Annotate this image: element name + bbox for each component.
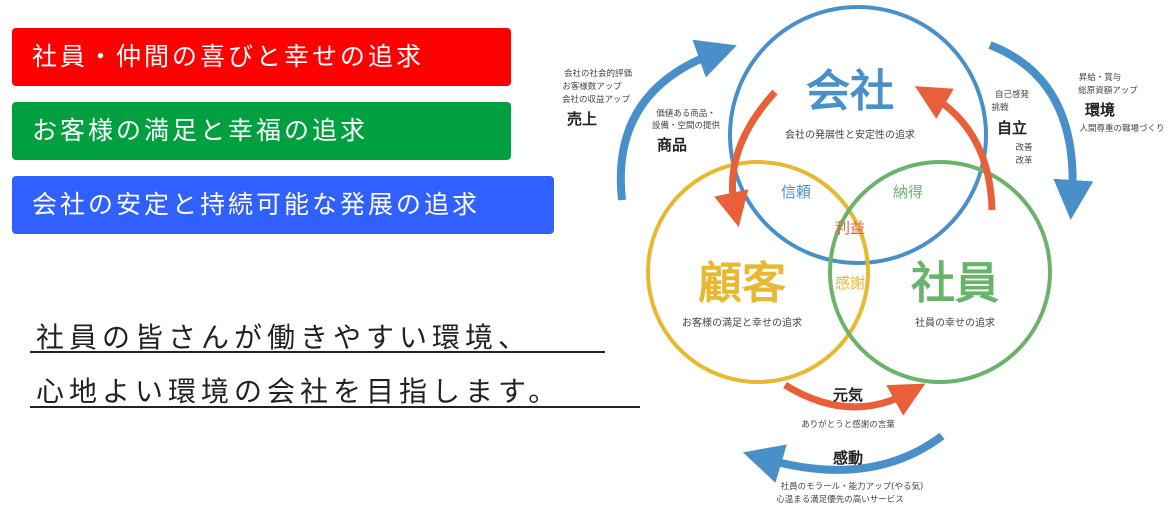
profit-label: 利益 bbox=[835, 219, 865, 237]
underline-2 bbox=[30, 406, 640, 408]
banner-company-stability: 会社の安定と持続可能な発展の追求 bbox=[12, 176, 554, 234]
independence-arrow bbox=[914, 86, 996, 211]
environment-sub-1: 昇給・賞与 bbox=[1079, 72, 1122, 83]
message-line-2: 心地よい環境の会社を目指します。 bbox=[36, 375, 562, 408]
environment-sub-3: 人間尊重の職場づくり bbox=[1079, 123, 1164, 134]
employee-title: 社員 bbox=[911, 258, 999, 309]
impression-sub-2: 心温まる満足優先の高いサービス bbox=[776, 494, 904, 505]
company-title: 会社 bbox=[806, 66, 894, 117]
banner-employee-happiness: 社員・仲間の喜びと幸せの追求 bbox=[12, 28, 511, 86]
environment-sub-2: 総原資額アップ bbox=[1078, 85, 1138, 96]
sales-title: 売上 bbox=[567, 110, 597, 128]
employee-desc: 社員の幸せの追求 bbox=[915, 316, 995, 329]
independence-sub-1: 自己啓発 bbox=[995, 89, 1030, 100]
product-sub-2: 設備・空間の提供 bbox=[652, 120, 721, 131]
energy-arrow bbox=[783, 382, 926, 416]
product-arrow bbox=[714, 89, 778, 228]
consent-label: 納得 bbox=[893, 183, 923, 201]
independence-sub-2: 挑戦 bbox=[991, 102, 1009, 113]
underline-1 bbox=[30, 351, 605, 353]
impression-sub-1: 社員のモラール・能力アップ(やる気) bbox=[781, 481, 924, 492]
company-desc: 会社の発展性と安定性の追求 bbox=[785, 128, 915, 141]
gratitude-label: 感謝 bbox=[835, 274, 865, 292]
message-line-1: 社員の皆さんが働きやすい環境、 bbox=[36, 321, 532, 354]
energy-title: 元気 bbox=[833, 386, 863, 404]
impression-arrow bbox=[742, 432, 945, 483]
sales-sub-1: 会社の社会的評価 bbox=[564, 68, 633, 79]
customer-circle bbox=[646, 160, 870, 384]
independence-title: 自立 bbox=[997, 119, 1027, 137]
trust-label: 信頼 bbox=[781, 183, 811, 201]
impression-title: 感動 bbox=[833, 449, 863, 467]
product-title: 商品 bbox=[657, 136, 687, 154]
banner-customer-satisfaction: お客様の満足と幸福の追求 bbox=[12, 102, 511, 160]
sales-sub-3: 会社の収益アップ bbox=[562, 94, 631, 105]
sales-arrow bbox=[616, 39, 737, 201]
independence-sub-4: 改革 bbox=[1015, 155, 1033, 166]
employee-circle bbox=[828, 160, 1052, 384]
customer-title: 顧客 bbox=[698, 258, 786, 309]
environment-arrow bbox=[988, 41, 1094, 220]
product-sub-1: 価値ある商品・ bbox=[656, 108, 716, 119]
independence-sub-3: 改善 bbox=[1015, 142, 1033, 153]
energy-sub: ありがとうと感謝の言葉 bbox=[801, 419, 895, 430]
sales-sub-2: お客様数アップ bbox=[562, 81, 622, 92]
customer-desc: お客様の満足と幸せの追求 bbox=[682, 316, 802, 329]
environment-title: 環境 bbox=[1085, 101, 1115, 119]
company-circle bbox=[728, 5, 988, 265]
